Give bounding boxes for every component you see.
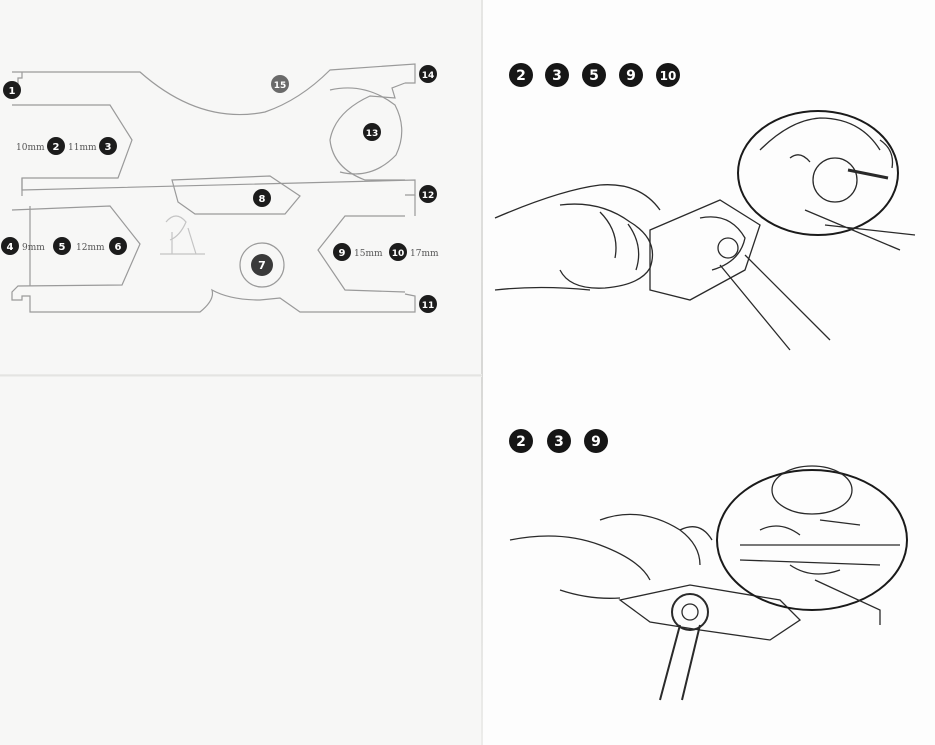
callout-6: 6 — [115, 242, 122, 253]
size-label-12mm: 12mm — [76, 243, 105, 253]
step1-badge-9: 9 — [626, 68, 636, 84]
callout-4: 4 — [7, 242, 14, 253]
step1-badges: 2 3 5 9 10 — [509, 63, 680, 87]
callout-5: 5 — [59, 242, 66, 253]
callout-13: 13 — [366, 129, 379, 139]
wrench-outline — [11, 63, 416, 313]
callout-7: 7 — [258, 259, 266, 272]
step2-badge-2: 2 — [516, 434, 526, 450]
step2-badges: 2 3 9 — [509, 429, 608, 453]
step1-badge-10: 10 — [660, 69, 677, 83]
callout-1: 1 — [9, 86, 16, 97]
size-label-15mm: 15mm — [354, 249, 383, 259]
callout-10: 10 — [392, 249, 405, 259]
step2-badge-3: 3 — [554, 434, 564, 450]
callout-12: 12 — [422, 191, 435, 201]
callout-9: 9 — [339, 248, 346, 259]
callout-3: 3 — [105, 142, 112, 153]
step2-illustration — [509, 465, 908, 701]
step1-badge-2: 2 — [516, 68, 526, 84]
step2-badge-9: 9 — [591, 434, 601, 450]
callout-14: 14 — [422, 71, 435, 81]
step1-illustration — [494, 110, 916, 351]
right-page — [482, 0, 935, 745]
wrench-callouts: 1 2 3 4 5 6 7 8 9 10 11 12 13 14 15 — [1, 65, 437, 313]
page-fold — [481, 0, 483, 745]
callout-2: 2 — [53, 142, 60, 153]
page-crease — [0, 374, 482, 377]
size-label-10mm: 10mm — [16, 143, 45, 153]
callout-11: 11 — [422, 301, 435, 311]
step1-badge-3: 3 — [552, 68, 562, 84]
step1-badge-5: 5 — [589, 68, 599, 84]
size-label-9mm: 9mm — [22, 243, 45, 253]
brand-logo-mark — [160, 215, 205, 255]
callout-8: 8 — [259, 194, 266, 205]
callout-15: 15 — [274, 81, 287, 91]
size-label-17mm: 17mm — [410, 249, 439, 259]
size-label-11mm: 11mm — [68, 143, 97, 153]
wrench-size-labels: 10mm 11mm 9mm 12mm 15mm 17mm — [16, 143, 439, 259]
